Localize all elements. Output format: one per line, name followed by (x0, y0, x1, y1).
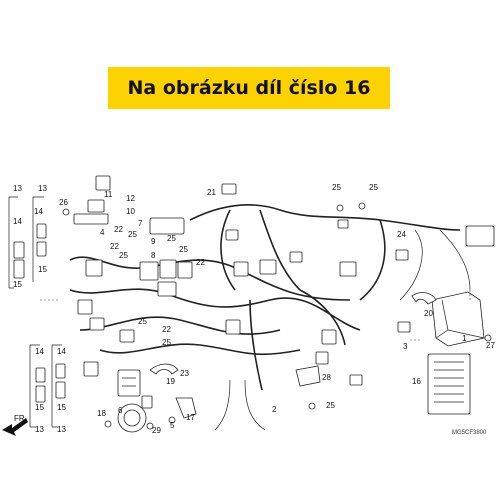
callout-4: 4 (100, 228, 105, 237)
callout-19: 19 (166, 377, 175, 386)
callout-5: 5 (170, 421, 175, 430)
callout-13: 13 (35, 425, 44, 434)
callout-29: 29 (152, 426, 161, 435)
relay-bracket-left-top (8, 196, 47, 289)
callout-23: 23 (180, 369, 189, 378)
bracket-17 (175, 397, 197, 419)
callout-3: 3 (403, 342, 408, 351)
callout-22: 22 (114, 225, 123, 234)
callout-14: 14 (35, 347, 44, 356)
callout-22: 22 (196, 258, 205, 267)
callout-15: 15 (38, 265, 47, 274)
callout-13: 13 (57, 425, 66, 434)
callout-11: 11 (104, 190, 113, 199)
callout-25: 25 (167, 234, 176, 243)
callout-17: 17 (186, 413, 195, 422)
ecu-module (431, 291, 485, 347)
callout-15: 15 (35, 403, 44, 412)
callout-15: 15 (57, 403, 66, 412)
diagram-code: MG5CF3800 (452, 430, 487, 436)
callout-12: 12 (126, 194, 135, 203)
callout-18: 18 (97, 409, 106, 418)
front-direction-arrow: FR. (2, 414, 28, 436)
callout-13: 13 (38, 184, 47, 193)
callout-8: 8 (151, 251, 156, 260)
relay-bracket-left-bottom (29, 344, 66, 428)
callout-25: 25 (138, 317, 147, 326)
clamp-19 (149, 363, 179, 375)
bracket-28 (295, 365, 321, 387)
callout-16: 16 (412, 377, 421, 386)
callout-25: 25 (128, 230, 137, 239)
clamp-20 (411, 292, 437, 305)
part-16-module (427, 353, 471, 415)
callout-26: 26 (59, 198, 68, 207)
callout-25: 25 (369, 183, 378, 192)
direction-label: FR. (14, 414, 27, 423)
callout-14: 14 (13, 217, 22, 226)
part-number-banner: Na obrázku díl číslo 16 (108, 67, 390, 109)
horn (117, 395, 153, 433)
callout-22: 22 (162, 325, 171, 334)
callout-20: 20 (424, 309, 433, 318)
callout-25: 25 (119, 251, 128, 260)
bolts (62, 202, 492, 430)
callout-1: 1 (462, 334, 467, 343)
callout-2: 2 (272, 405, 277, 414)
callout-27: 27 (486, 341, 495, 350)
callout-7: 7 (138, 219, 143, 228)
callout-21: 21 (207, 188, 216, 197)
callout-25: 25 (326, 401, 335, 410)
main-harness (69, 204, 471, 431)
callout-28: 28 (322, 373, 331, 382)
callout-14: 14 (34, 207, 43, 216)
relay-23 (117, 369, 141, 397)
connectors (73, 175, 495, 386)
callout-25: 25 (332, 183, 341, 192)
callout-25: 25 (162, 338, 171, 347)
callout-9: 9 (151, 237, 156, 246)
callout-15: 15 (13, 280, 22, 289)
callout-10: 10 (126, 207, 135, 216)
callout-14: 14 (57, 347, 66, 356)
callout-25: 25 (179, 245, 188, 254)
callout-22: 22 (110, 242, 119, 251)
callout-24: 24 (397, 230, 406, 239)
callout-6: 6 (118, 406, 123, 415)
callout-13: 13 (13, 184, 22, 193)
